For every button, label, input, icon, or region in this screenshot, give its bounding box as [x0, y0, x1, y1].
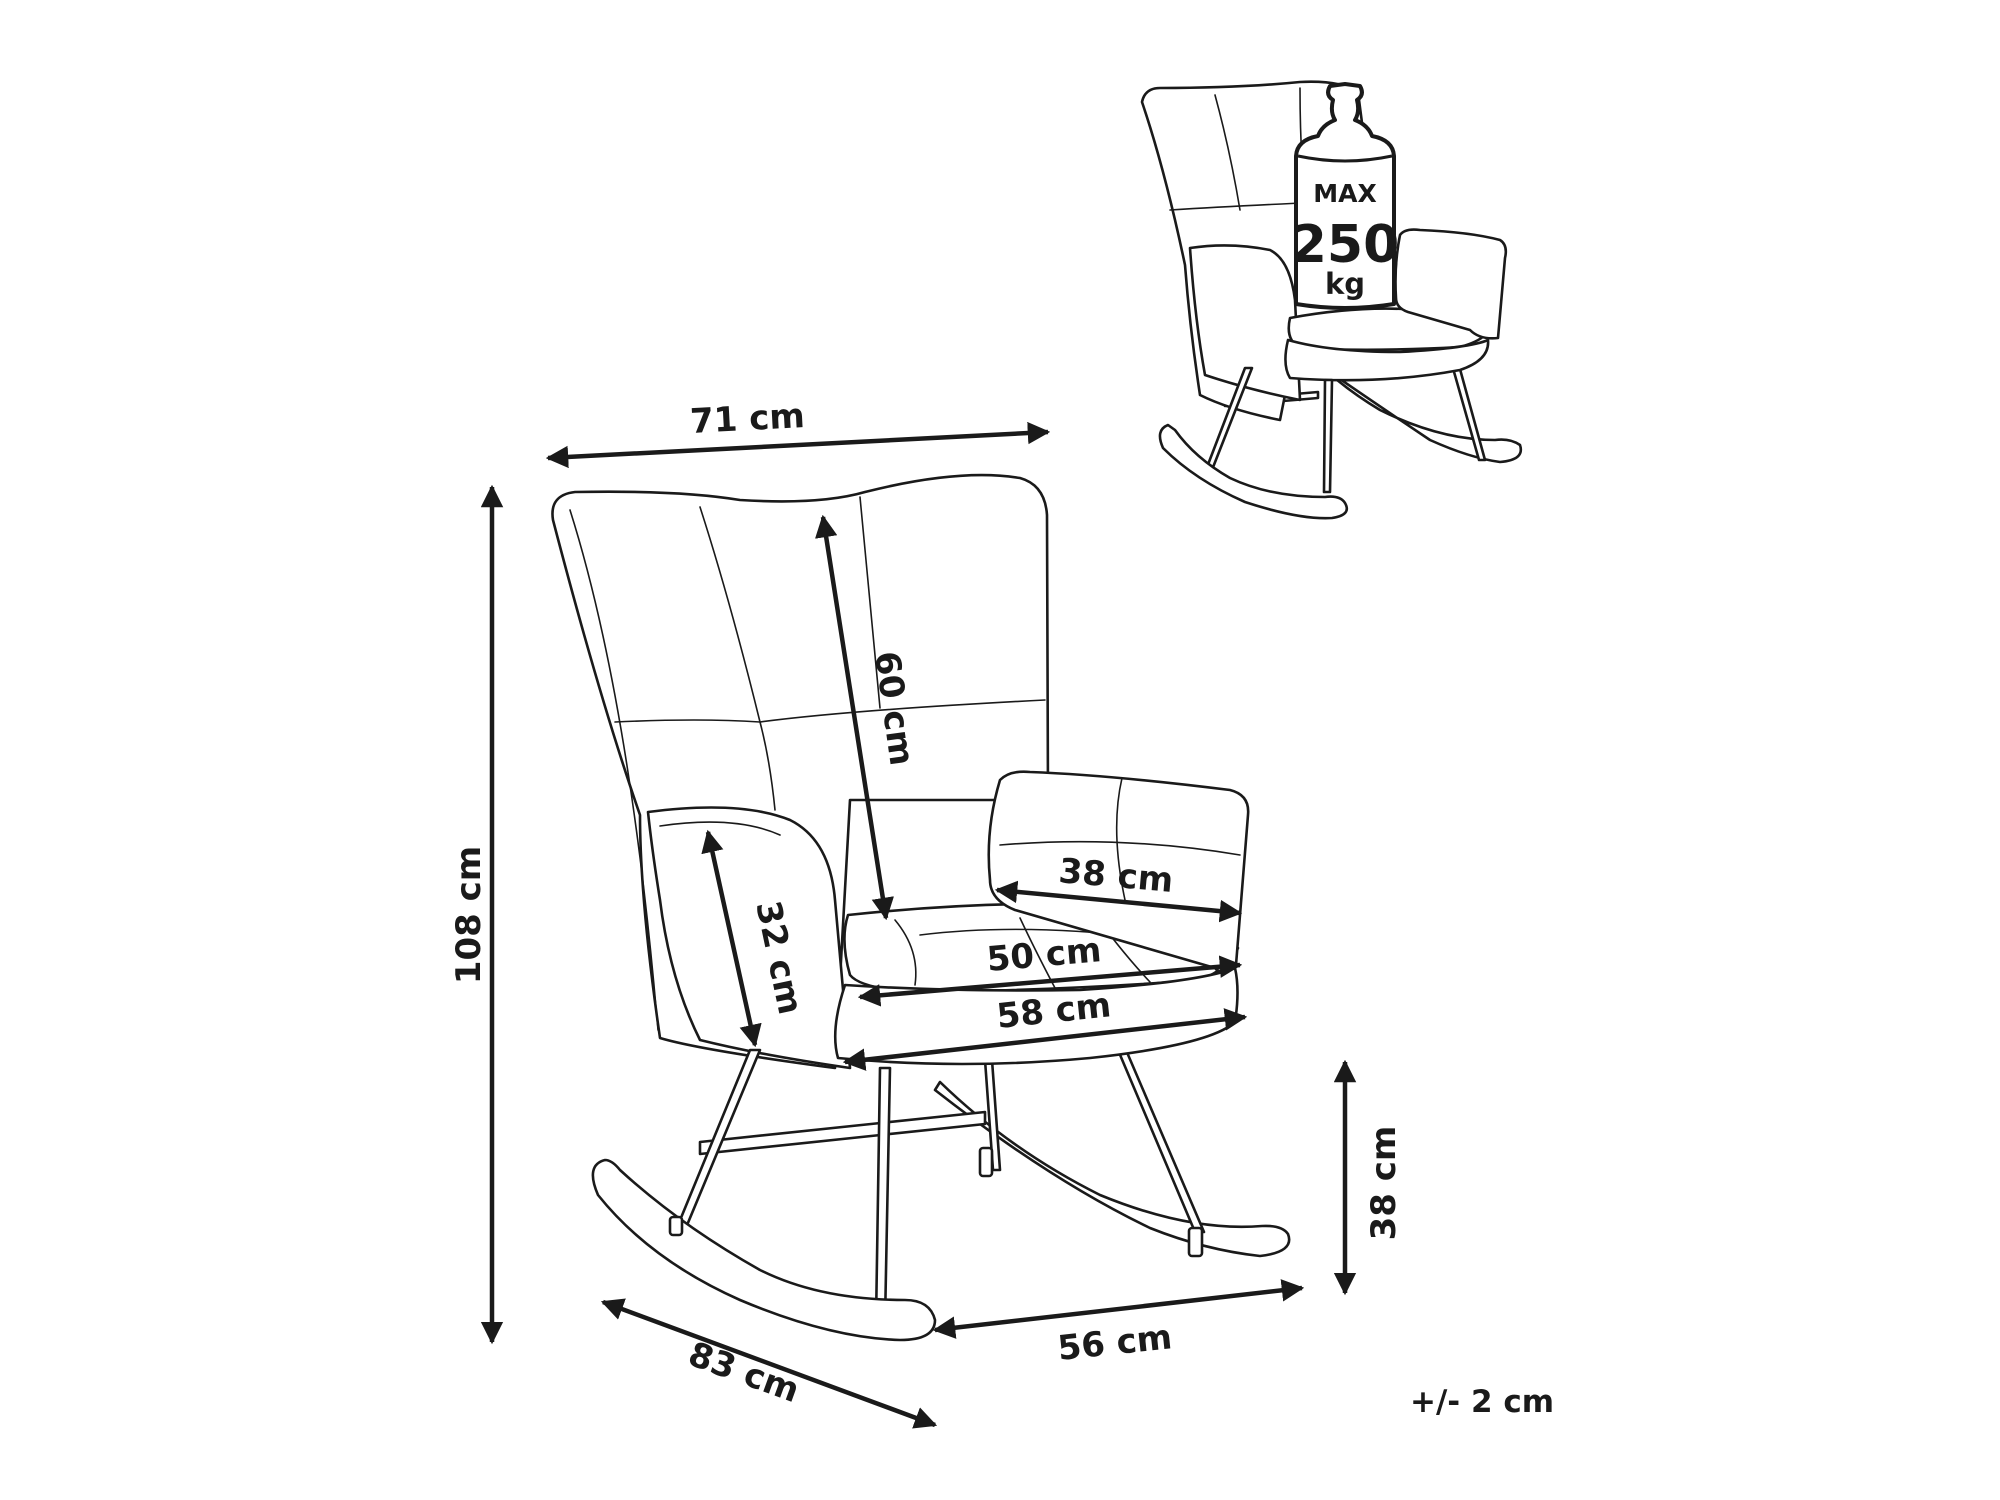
back-rocker-bracket	[1187, 1226, 1204, 1258]
backrest-arrow	[815, 514, 894, 921]
seat-width-arrow	[842, 1008, 1248, 1071]
armrest-width-arrow	[994, 880, 1243, 923]
weight-icon	[1294, 82, 1396, 310]
armrest-height-arrow	[701, 829, 762, 1048]
tolerance-note: +/- 2 cm	[1410, 1384, 1554, 1420]
width-label: 71 cm	[689, 396, 806, 442]
seat-depth-arrow	[857, 955, 1243, 1007]
rocker-width-arrow	[932, 1279, 1305, 1339]
back-rocker	[933, 1080, 1291, 1258]
seat-height-label: 38 cm	[1364, 1126, 1404, 1241]
leg-stretcher	[698, 1110, 987, 1156]
seat-depth-label: 50 cm	[985, 930, 1103, 980]
rocker-width-label: 56 cm	[1056, 1317, 1174, 1369]
weight-capacity-drawing: MAX 250 kg	[1140, 80, 1523, 520]
width-arrow	[545, 421, 1051, 469]
weight-unit-label: kg	[1325, 267, 1365, 301]
weight-value-label: 250	[1291, 215, 1400, 275]
armrest-width-label: 38 cm	[1057, 851, 1175, 901]
back-rocker-bracket	[978, 1146, 994, 1178]
weight-max-label: MAX	[1313, 179, 1377, 208]
front-rocker-bracket	[668, 1215, 684, 1237]
dimension-lines	[480, 421, 1357, 1429]
height-label: 108 cm	[449, 846, 489, 984]
front-leg-right	[874, 1066, 892, 1324]
back-leg-right	[1116, 1048, 1206, 1234]
depth-label: 83 cm	[683, 1334, 804, 1411]
depth-arrow	[600, 1298, 938, 1429]
